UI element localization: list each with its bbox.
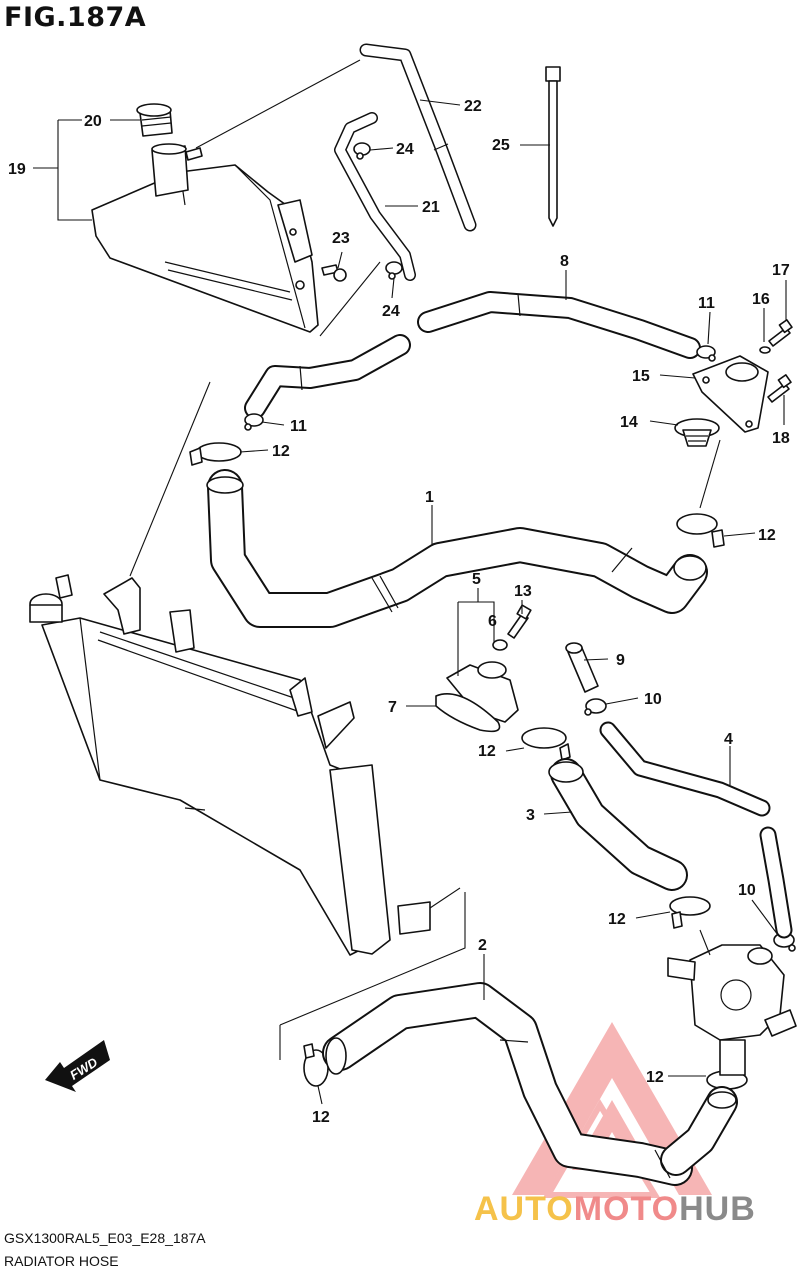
fwd-arrow-icon: FWD (45, 1040, 110, 1092)
callout-10-upper: 10 (644, 691, 662, 708)
callout-23: 23 (332, 230, 350, 247)
callout-24-upper: 24 (396, 141, 414, 158)
callout-12-upper-left: 12 (272, 443, 290, 460)
clamp-12-upper-left (189, 442, 242, 466)
callout-2: 2 (478, 937, 487, 954)
callout-20: 20 (84, 113, 102, 130)
bolt-23 (321, 264, 347, 282)
callout-25: 25 (492, 137, 510, 154)
callout-14: 14 (620, 414, 638, 431)
callout-22: 22 (464, 98, 482, 115)
callout-24-lower: 24 (382, 303, 400, 320)
hose-3 (548, 758, 688, 891)
watermark-text: AUTOMOTOHUB (474, 1190, 756, 1229)
callout-12-middle: 12 (478, 743, 496, 760)
bolt-17 (768, 319, 793, 347)
callout-16: 16 (752, 291, 770, 308)
bolt-13 (507, 604, 532, 639)
section-name: RADIATOR HOSE (4, 1253, 119, 1269)
watermark-text-auto: AUTO (474, 1190, 574, 1228)
clip-24-lower (385, 261, 403, 280)
reservoir-cap (136, 103, 173, 137)
cable-tie-25 (545, 66, 561, 227)
o-ring-6 (492, 639, 508, 651)
clamp-12-middle (521, 727, 571, 761)
callout-11-right: 11 (698, 295, 715, 312)
hose-21 (334, 112, 416, 281)
reservoir-tank (91, 143, 319, 333)
callout-5: 5 (472, 571, 481, 588)
thermostat-14 (674, 418, 720, 447)
callout-7: 7 (388, 699, 397, 716)
clip-24-upper (353, 142, 371, 160)
callout-18: 18 (772, 430, 790, 447)
callout-13: 13 (514, 583, 532, 600)
callout-labels: 1 2 3 4 5 6 7 8 9 10 10 11 11 12 12 12 1… (8, 98, 790, 1126)
callout-19: 19 (8, 161, 26, 178)
callout-12-lower-right: 12 (646, 1069, 664, 1086)
model-code: GSX1300RAL5_E03_E28_187A (4, 1230, 206, 1246)
hose-4 (599, 721, 793, 939)
clamp-10-upper (584, 698, 607, 716)
clamp-11-left (244, 413, 264, 431)
hose-2 (322, 982, 738, 1186)
callout-1: 1 (425, 489, 434, 506)
callout-15: 15 (632, 368, 650, 385)
callout-10-lower: 10 (738, 882, 756, 899)
clamp-12-right (676, 513, 725, 548)
callout-6: 6 (488, 613, 497, 630)
callout-12-right: 12 (758, 527, 776, 544)
clamp-11-right (696, 345, 716, 362)
callout-3: 3 (526, 807, 535, 824)
fitting-9 (565, 642, 599, 693)
callout-8: 8 (560, 253, 569, 270)
callout-12-pump: 12 (608, 911, 626, 928)
hose-8 (244, 291, 701, 419)
bolt-18 (767, 374, 792, 403)
gasket-7 (435, 693, 501, 733)
leader-lines (33, 59, 787, 1105)
hose-22 (359, 43, 477, 232)
clamp-12-pump-upper (669, 896, 711, 929)
washer-16 (759, 346, 771, 354)
radiator (29, 574, 431, 956)
water-pump (667, 944, 797, 1076)
figure-title: FIG.187A (4, 2, 147, 33)
callout-4: 4 (724, 731, 733, 748)
callout-21: 21 (422, 199, 440, 216)
callout-9: 9 (616, 652, 625, 669)
watermark-text-hub: HUB (679, 1190, 756, 1228)
thermostat-cover-15 (692, 355, 769, 433)
hose-1 (206, 469, 708, 628)
watermark-text-moto: MOTO (573, 1190, 680, 1228)
callout-12-lower-left: 12 (312, 1109, 330, 1126)
callout-17: 17 (772, 262, 790, 279)
callout-11-left: 11 (290, 418, 307, 435)
